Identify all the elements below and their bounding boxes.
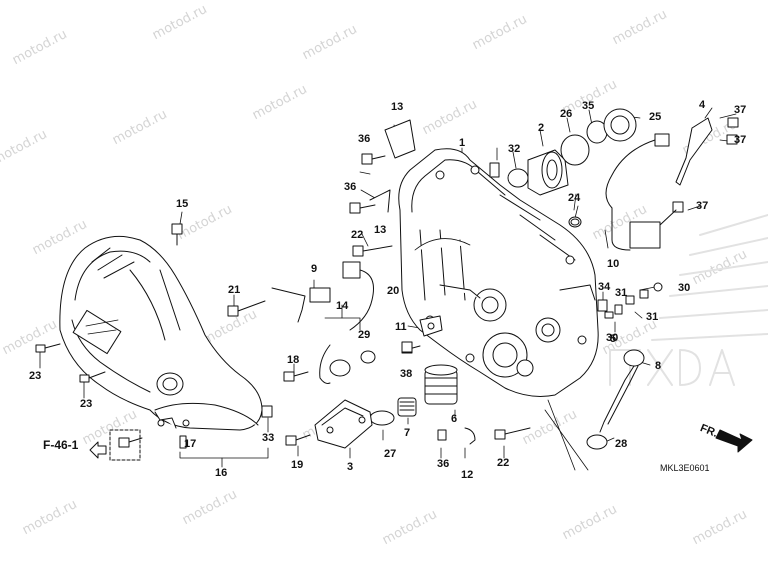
ref-label: 11 <box>395 321 407 333</box>
left-crankcase-cover <box>59 235 263 431</box>
ref-label: 31 <box>615 287 628 299</box>
ref-label: 38 <box>400 368 413 380</box>
speed-sensor-group <box>570 117 739 251</box>
ref-label: 1 <box>459 137 466 149</box>
ref-label: 30 <box>606 332 619 344</box>
ref-label: 23 <box>29 370 42 382</box>
ref-label: 22 <box>351 229 364 241</box>
upper-bolts <box>349 119 500 257</box>
ref-label: 13 <box>374 224 387 236</box>
ref-label: 27 <box>384 448 397 460</box>
ref-label: 31 <box>646 311 659 323</box>
ref-label: 29 <box>358 329 371 341</box>
dipstick-group <box>586 282 663 450</box>
ref-label: 7 <box>404 427 411 439</box>
ref-label: 10 <box>607 258 620 270</box>
ref-label: 9 <box>311 263 318 275</box>
brand-wing-logo <box>609 214 768 386</box>
lower-bolts <box>401 315 531 445</box>
oil-filter-group <box>360 350 458 426</box>
ref-label: 34 <box>598 281 611 293</box>
ref-label: 36 <box>437 458 450 470</box>
ref-label: 23 <box>80 398 93 410</box>
diagram-code: MKL3E0601 <box>660 463 710 473</box>
ref-label: 13 <box>391 101 404 113</box>
cover-plate <box>314 399 373 449</box>
ref-label: 8 <box>655 360 662 372</box>
ref-label: 3 <box>347 461 354 473</box>
ref-label: 19 <box>291 459 304 471</box>
ref-label: 12 <box>461 469 474 481</box>
ref-label: 37 <box>734 104 747 116</box>
front-direction-arrow <box>715 429 753 453</box>
ref-label: 32 <box>508 143 521 155</box>
ref-label: 5 <box>610 333 617 345</box>
ref-label: 6 <box>451 413 458 425</box>
ref-label: 22 <box>497 457 510 469</box>
ref-label: 18 <box>287 354 300 366</box>
ref-label: 37 <box>734 134 747 146</box>
ref-label: 28 <box>615 438 628 450</box>
ref-label: 2 <box>538 122 545 134</box>
ref-label: 37 <box>696 200 709 212</box>
ref-label: 26 <box>560 108 573 120</box>
ref-label: 4 <box>699 99 706 111</box>
ref-label: 21 <box>228 284 241 296</box>
ref-label: 36 <box>358 133 371 145</box>
ref-label: 17 <box>184 438 197 450</box>
ref-label: 36 <box>344 181 357 193</box>
ref-label: 20 <box>387 285 400 297</box>
reference-arrow-box <box>89 429 141 461</box>
ref-label: 24 <box>568 192 581 204</box>
left-bolts <box>35 223 311 449</box>
ref-label: 15 <box>176 198 189 210</box>
ref-label: 35 <box>582 100 595 112</box>
ref-label: 33 <box>262 432 275 444</box>
ref-label: 16 <box>215 467 228 479</box>
figure-reference-link[interactable]: F-46-1 <box>43 438 79 452</box>
ref-label: 14 <box>336 300 349 312</box>
ref-label: 25 <box>649 111 662 123</box>
ref-label: 30 <box>678 282 691 294</box>
right-crankcase-cover <box>398 148 599 397</box>
